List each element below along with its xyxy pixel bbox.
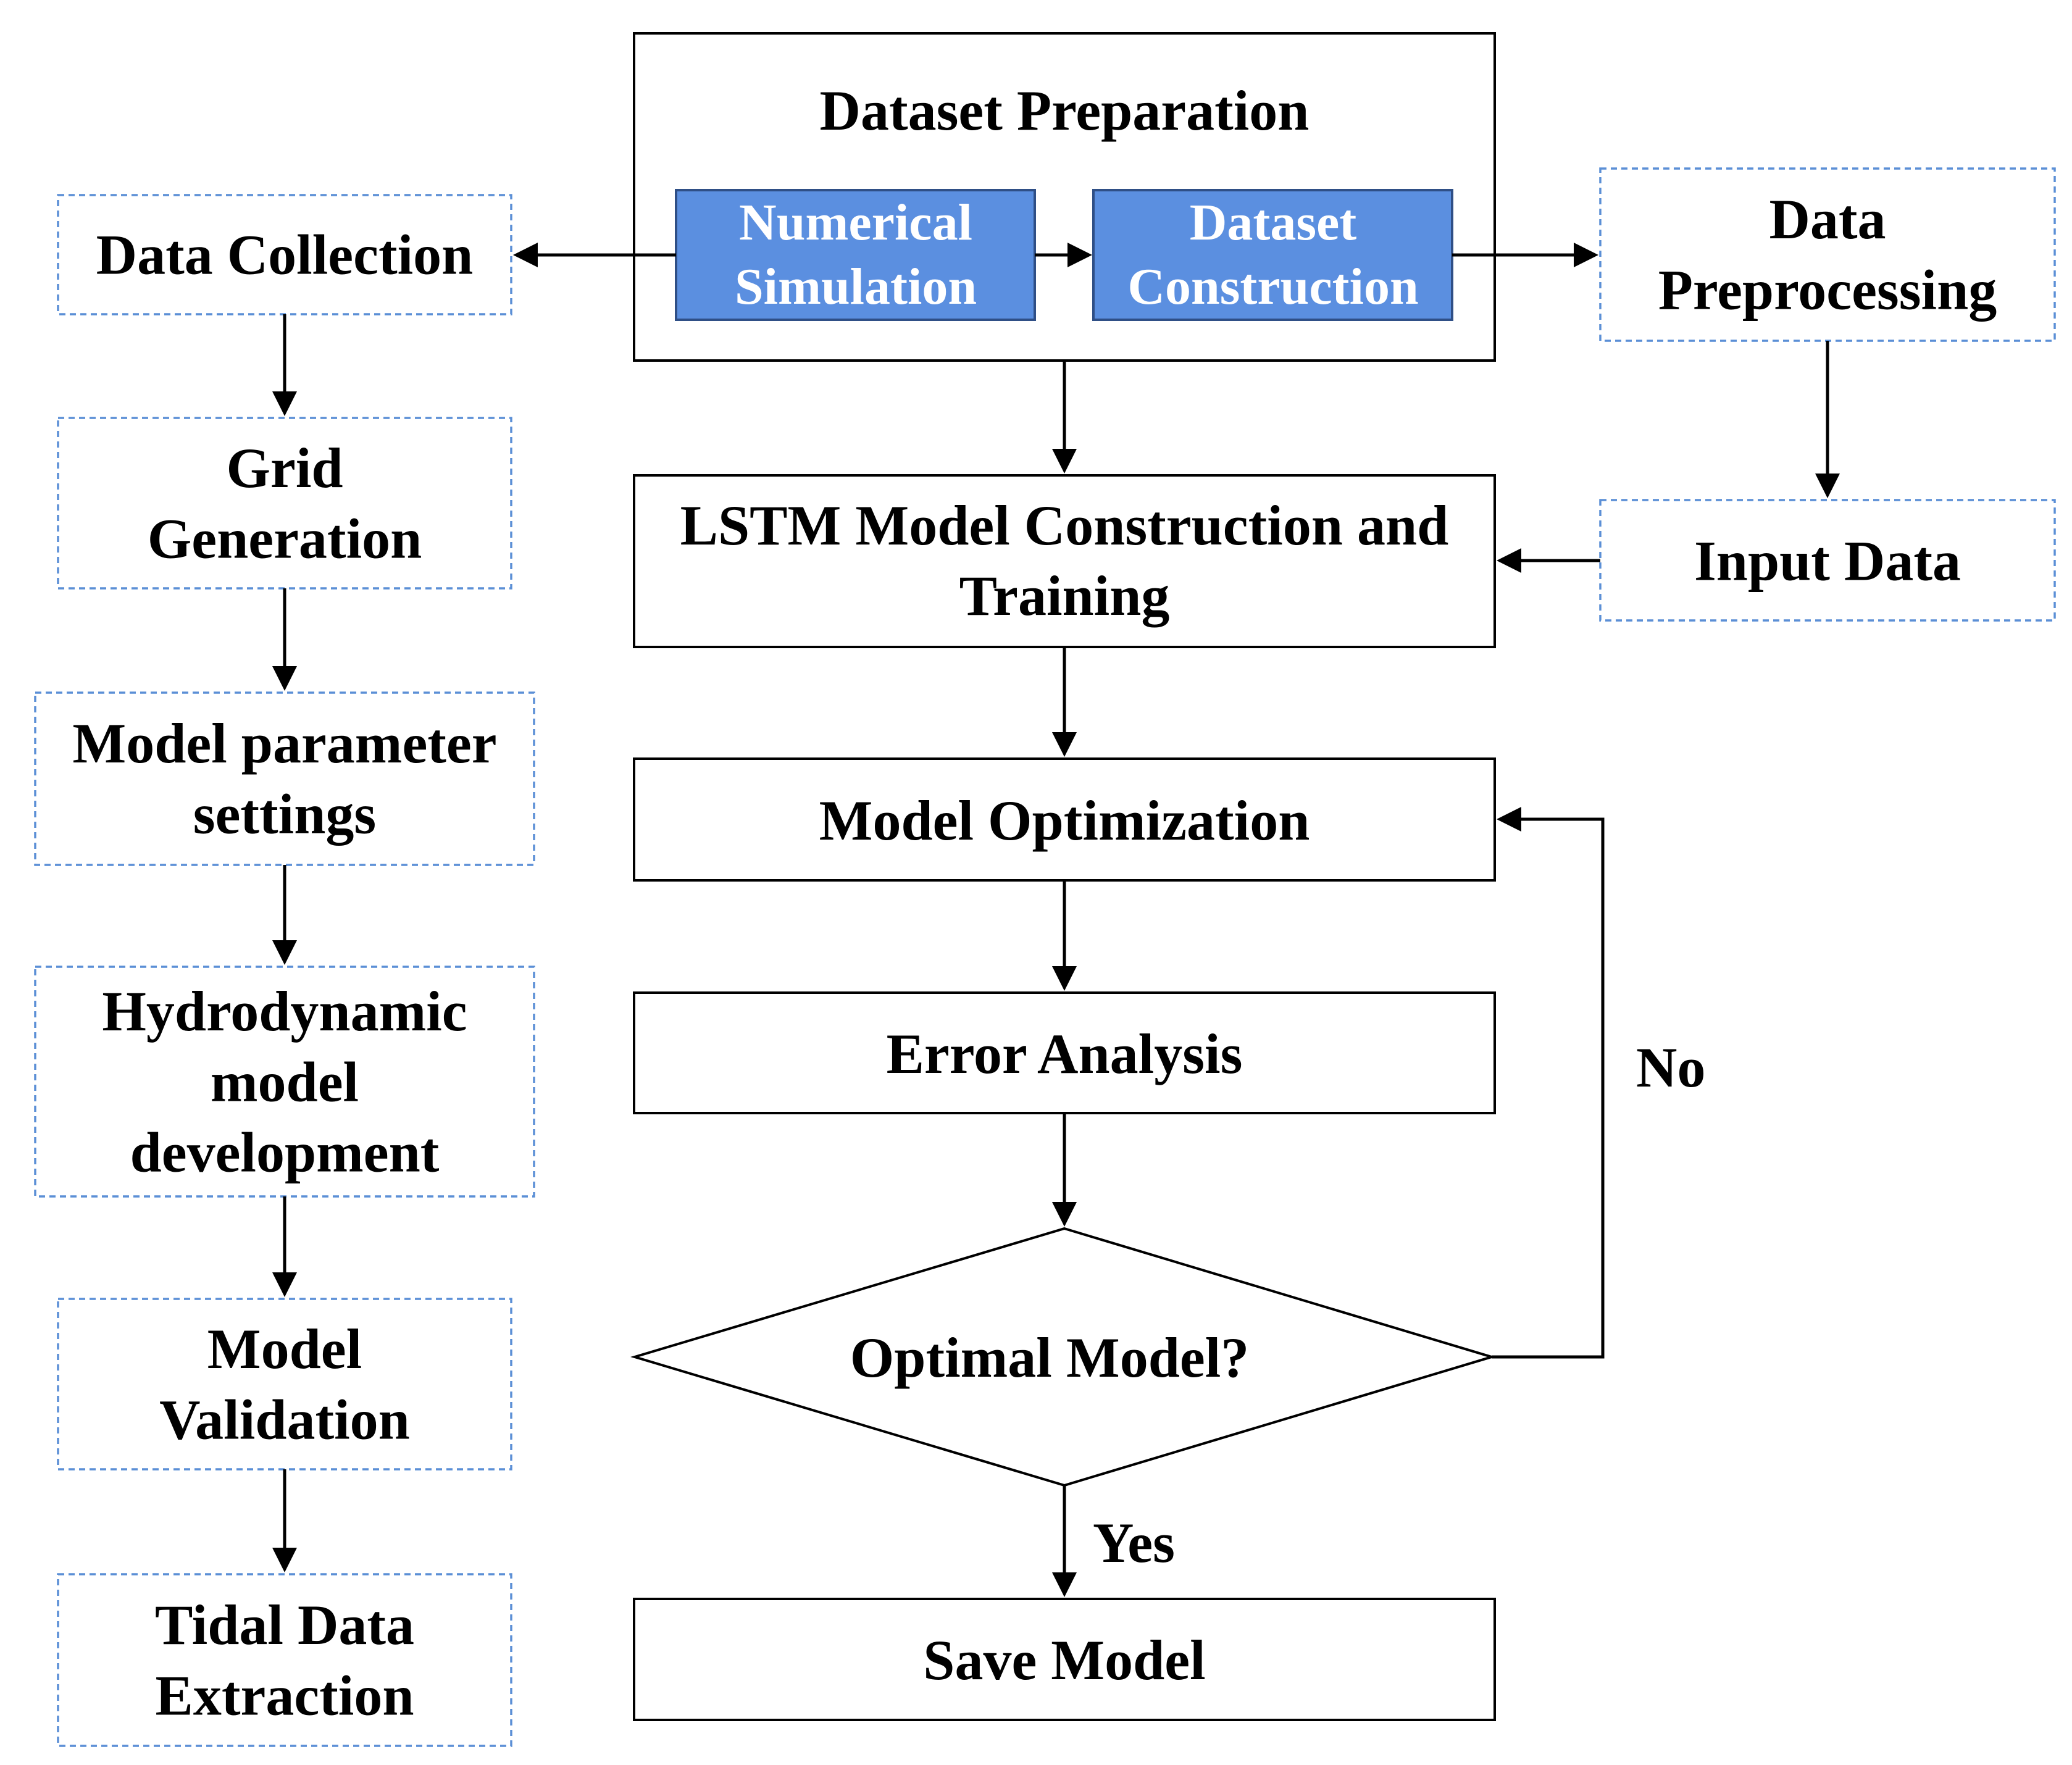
hydrodynamic-model-node: Hydrodynamic model development (34, 966, 535, 1198)
grid-generation-line2: Generation (148, 507, 422, 570)
dataset-preparation-title: Dataset Preparation (820, 79, 1310, 142)
data-collection-node: Data Collection (57, 194, 512, 315)
input-data-text: Input Data (1694, 529, 1961, 592)
tidal-data-extraction-line1: Tidal Data (155, 1593, 414, 1656)
model-optimization-node: Model Optimization (633, 757, 1496, 882)
save-model-label: Save Model (923, 1629, 1205, 1692)
grid-generation-line1: Grid (226, 436, 343, 499)
optimal-model-label: Optimal Model? (850, 1326, 1250, 1389)
hydrodynamic-model-line3: development (130, 1120, 440, 1183)
lstm-line1: LSTM Model Construction and (680, 494, 1449, 557)
dataset-construction-line1: Dataset (1190, 194, 1357, 251)
numerical-simulation-line2: Simulation (735, 258, 977, 315)
error-analysis-node: Error Analysis (633, 991, 1496, 1114)
data-preprocessing-line1: Data (1769, 188, 1886, 251)
save-model-node: Save Model (633, 1598, 1496, 1721)
hydrodynamic-model-text: Hydrodynamic model development (102, 980, 467, 1183)
input-data-node: Input Data (1599, 499, 2056, 622)
numerical-simulation-node: Numerical Simulation (675, 189, 1036, 321)
model-optimization-label: Model Optimization (819, 789, 1310, 852)
dataset-construction-line2: Construction (1127, 258, 1418, 315)
numerical-simulation-box (675, 189, 1036, 321)
lstm-node: LSTM Model Construction and Training (633, 474, 1496, 648)
input-data-line1: Input Data (1694, 529, 1961, 592)
numerical-simulation-line1: Numerical (739, 194, 972, 251)
model-parameter-settings-line1: Model parameter (72, 712, 496, 775)
hydrodynamic-model-line1: Hydrodynamic (102, 980, 467, 1043)
dataset-construction-box (1092, 189, 1453, 321)
arrow-no-loop (1492, 807, 1605, 1359)
model-parameter-settings-text: Model parameter settings (72, 712, 496, 845)
data-collection-text: Data Collection (96, 223, 474, 286)
data-preprocessing-line2: Preprocessing (1658, 258, 1997, 321)
model-parameter-settings-line2: settings (193, 782, 376, 845)
yes-label: Yes (1093, 1511, 1175, 1574)
tidal-data-extraction-line2: Extraction (155, 1664, 414, 1727)
dataset-construction-node: Dataset Construction (1092, 189, 1453, 321)
lstm-line2: Training (959, 564, 1170, 627)
data-collection-line1: Data Collection (96, 223, 474, 286)
model-validation-line2: Validation (159, 1388, 410, 1451)
model-parameter-settings-node: Model parameter settings (34, 691, 535, 866)
no-label: No (1636, 1036, 1705, 1099)
hydrodynamic-model-line2: model (211, 1050, 359, 1113)
model-validation-line1: Model (207, 1317, 362, 1380)
error-analysis-label: Error Analysis (887, 1022, 1243, 1085)
optimal-model-decision: Optimal Model? (630, 1227, 1496, 1487)
